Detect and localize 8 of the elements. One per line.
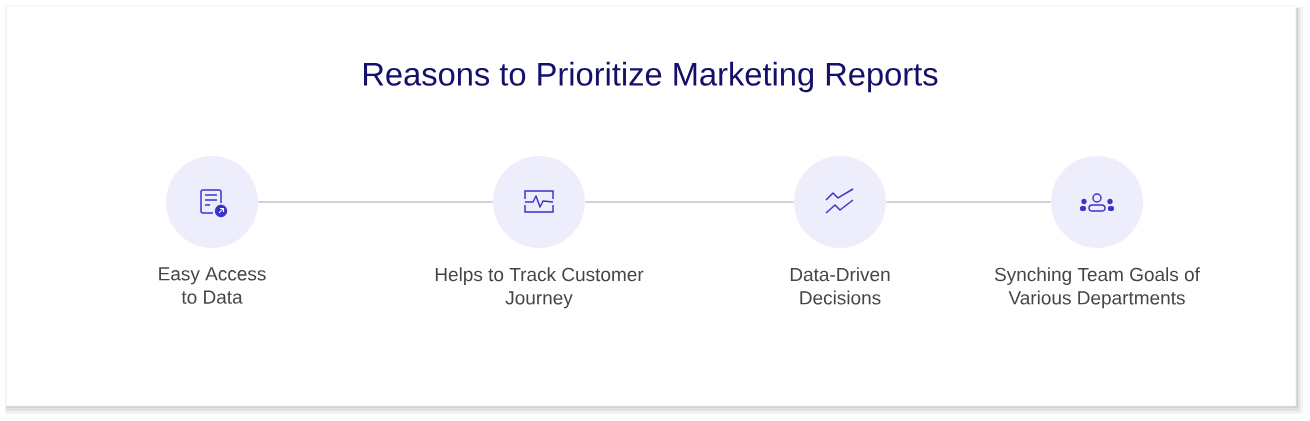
step-label: Synching Team Goals of Various Departments — [994, 267, 1200, 309]
title: Reasons to Prioritize Marketing Reports — [364, 61, 938, 93]
connector-line — [885, 201, 1052, 203]
connector-line — [584, 201, 795, 203]
connector-line — [257, 201, 494, 203]
step-label: Easy Access to Data — [159, 267, 266, 304]
step-label: Data-Driven Decisions — [790, 267, 890, 305]
step-label: Helps to Track Customer Journey — [435, 267, 644, 309]
